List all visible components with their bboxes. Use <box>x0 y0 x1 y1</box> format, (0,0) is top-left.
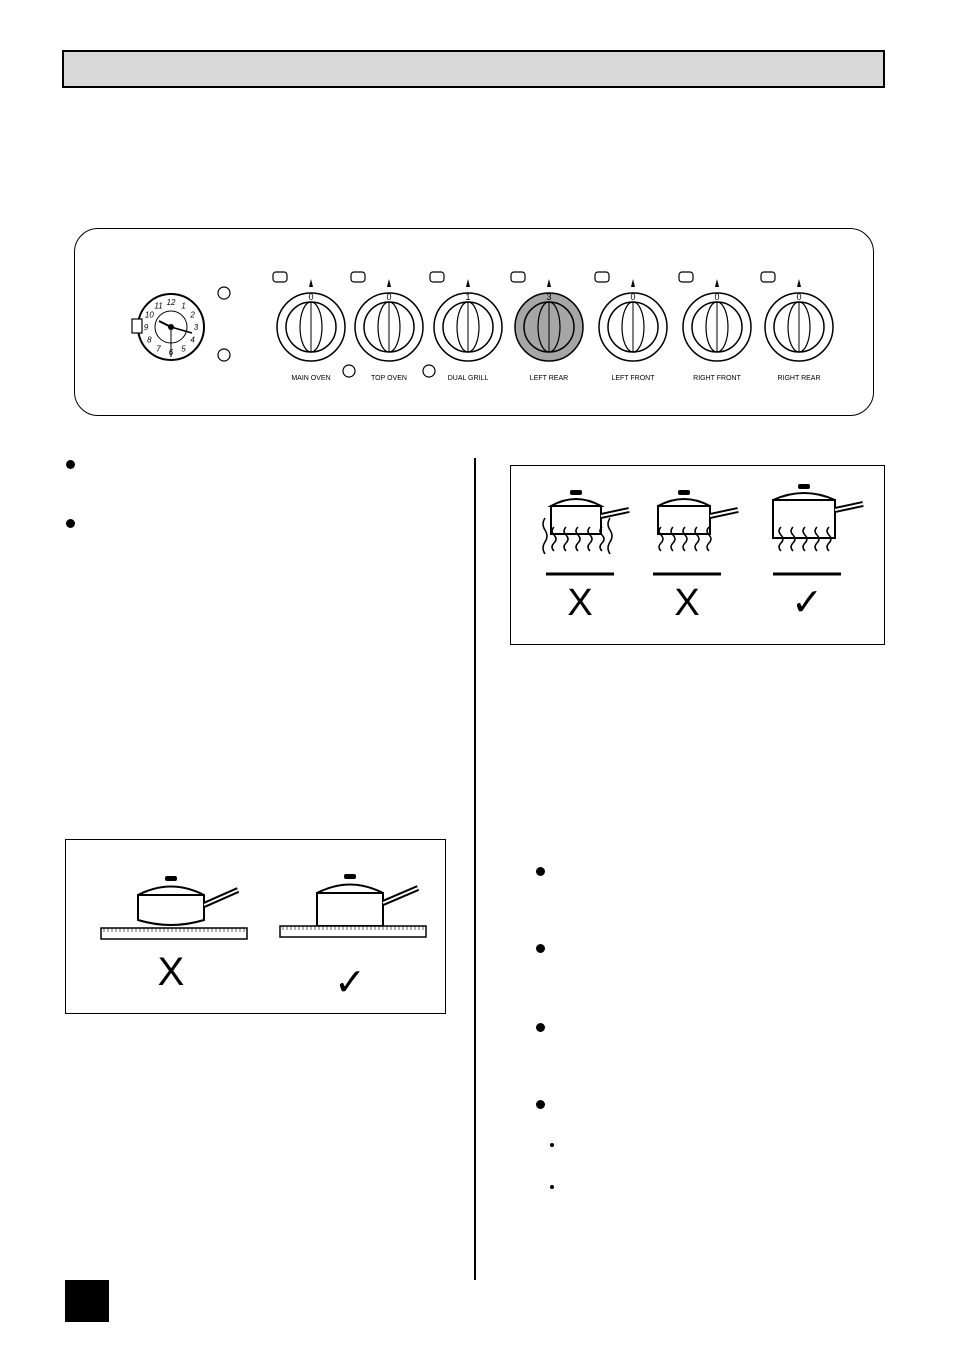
clock-key-icon <box>131 318 143 334</box>
pan-on-burner: ✓ <box>772 484 864 624</box>
knob-zero-label: 1 <box>465 292 470 302</box>
control-knob[interactable]: 0 <box>760 271 834 362</box>
function-symbol-icon <box>429 271 445 283</box>
wrong-mark: X <box>567 582 592 624</box>
knob-zero-label: 0 <box>308 292 313 302</box>
correct-mark: ✓ <box>791 582 823 624</box>
pan-base-figure: X ✓ <box>65 839 446 1014</box>
knob-zero-label: 3 <box>546 292 551 302</box>
pan-on-burner: X <box>653 490 739 624</box>
control-knob[interactable]: 1 <box>429 271 503 362</box>
section-title-bar <box>62 50 885 88</box>
knob-label: RIGHT FRONT <box>693 375 741 382</box>
page-number-box <box>65 1280 109 1322</box>
function-symbol-icon <box>510 271 526 283</box>
indicator-light-grill <box>422 364 436 378</box>
wrong-mark: X <box>158 950 185 994</box>
control-knob[interactable]: 3 <box>510 271 584 362</box>
pointer-mark <box>309 279 313 287</box>
clock-number: 10 <box>145 311 154 320</box>
clock-number: 2 <box>189 311 195 320</box>
pan-illustration <box>100 876 248 940</box>
correct-mark: ✓ <box>334 962 366 1004</box>
control-knob[interactable]: 0 <box>350 271 424 362</box>
function-symbol-icon <box>760 271 776 283</box>
pointer-mark <box>466 279 470 287</box>
bullet <box>536 867 545 876</box>
bullet <box>536 1023 545 1032</box>
knob-label: RIGHT REAR <box>777 375 821 382</box>
function-symbol-icon <box>594 271 610 283</box>
column-divider <box>474 458 476 1280</box>
bullet <box>536 1100 545 1109</box>
indicator-light-oven <box>342 364 356 378</box>
bullet <box>66 460 75 469</box>
knob-zero-label: 0 <box>630 292 635 302</box>
pan-base-drawing: X ✓ <box>100 874 427 1004</box>
pan-size-figure: X X ✓ <box>510 465 885 645</box>
bullet <box>536 944 545 953</box>
pointer-mark <box>547 279 551 287</box>
knob-zero-label: 0 <box>386 292 391 302</box>
clock-number: 11 <box>154 301 162 310</box>
pan-on-burner: X <box>542 490 630 624</box>
knob-zero-label: 0 <box>796 292 801 302</box>
pointer-mark <box>387 279 391 287</box>
clock-number: 9 <box>144 323 149 332</box>
function-symbol-icon <box>350 271 366 283</box>
bullet <box>66 519 75 528</box>
control-knob[interactable]: 0 <box>594 271 668 362</box>
knob-label: MAIN OVEN <box>291 375 331 382</box>
knob-zero-label: 0 <box>714 292 719 302</box>
pan-size-drawing: X X ✓ <box>542 484 864 624</box>
indicator-light-bottom <box>217 348 231 362</box>
pointer-mark <box>631 279 635 287</box>
knob-label: LEFT REAR <box>529 375 569 382</box>
clock-number: 4 <box>190 336 195 345</box>
pan-illustration <box>279 874 427 938</box>
clock-number: 5 <box>181 345 186 354</box>
pointer-mark <box>797 279 801 287</box>
wrong-mark: X <box>674 582 699 624</box>
function-symbol-icon <box>678 271 694 283</box>
clock-number: 3 <box>194 323 199 332</box>
knob-label: LEFT FRONT <box>611 375 655 382</box>
pointer-mark <box>715 279 719 287</box>
function-symbol-icon <box>272 271 288 283</box>
clock-number: 7 <box>156 345 161 354</box>
clock-number: 1 <box>181 301 185 310</box>
indicator-light-top <box>217 286 231 300</box>
knob-label: DUAL GRILL <box>447 375 489 382</box>
sub-bullet <box>550 1143 554 1147</box>
control-knob[interactable]: 0 <box>678 271 752 362</box>
knob-label: TOP OVEN <box>371 375 407 382</box>
clock-number: 6 <box>169 348 174 357</box>
clock-number: 8 <box>147 336 152 345</box>
sub-bullet <box>550 1185 554 1189</box>
control-knob[interactable]: 0 <box>272 271 346 362</box>
clock-number: 12 <box>167 298 176 307</box>
